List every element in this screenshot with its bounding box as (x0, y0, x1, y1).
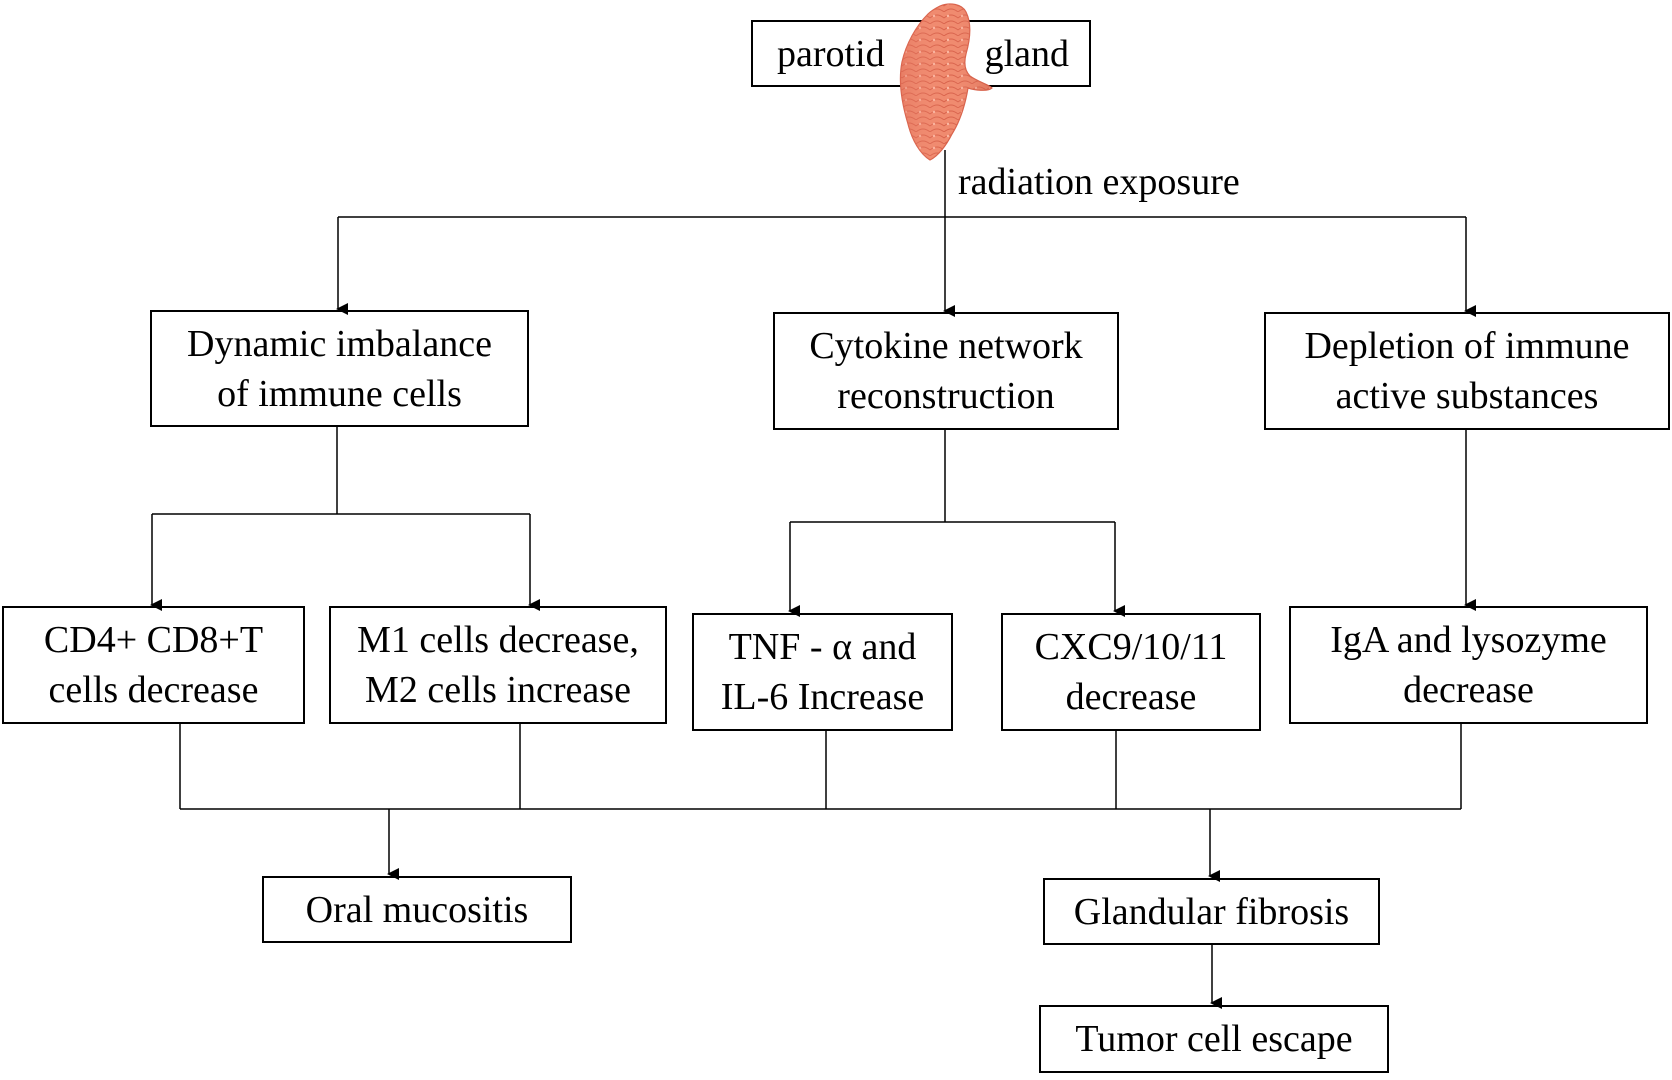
m1-m2-text: M1 cells decrease, M2 cells increase (357, 619, 639, 711)
tnf-il6-box: TNF - α and IL-6 Increase (692, 613, 953, 731)
cxc-text: CXC9/10/11 decrease (1034, 626, 1228, 718)
tumor-cell-escape-box: Tumor cell escape (1039, 1005, 1389, 1073)
cytokine-network-box: Cytokine network reconstruction (773, 312, 1119, 430)
immune-cell-imbalance-box: Dynamic imbalance of immune cells (150, 310, 529, 427)
parotid-label: parotid (777, 32, 885, 75)
m1-m2-box: M1 cells decrease, M2 cells increase (329, 606, 667, 724)
cd4-cd8-box: CD4+ CD8+T cells decrease (2, 606, 305, 724)
glandular-fibrosis-text: Glandular fibrosis (1073, 890, 1350, 933)
immune-substance-depletion-text: Depletion of immune active substances (1304, 325, 1630, 417)
gland-label: gland (984, 32, 1069, 75)
radiation-exposure-label: radiation exposure (958, 161, 1240, 203)
parotid-gland-icon (899, 3, 993, 161)
cxc-box: CXC9/10/11 decrease (1001, 613, 1261, 731)
tumor-cell-escape-text: Tumor cell escape (1075, 1018, 1353, 1060)
iga-lysozyme-box: IgA and lysozyme decrease (1289, 606, 1648, 724)
immune-cell-imbalance-text: Dynamic imbalance of immune cells (187, 322, 492, 415)
oral-mucositis-box: Oral mucositis (262, 876, 572, 943)
iga-lysozyme-text: IgA and lysozyme decrease (1330, 619, 1607, 711)
cd4-cd8-text: CD4+ CD8+T cells decrease (43, 619, 264, 711)
cytokine-network-text: Cytokine network reconstruction (809, 325, 1083, 417)
tnf-il6-text: TNF - α and IL-6 Increase (720, 626, 925, 718)
immune-substance-depletion-box: Depletion of immune active substances (1264, 312, 1670, 430)
oral-mucositis-text: Oral mucositis (305, 888, 529, 931)
